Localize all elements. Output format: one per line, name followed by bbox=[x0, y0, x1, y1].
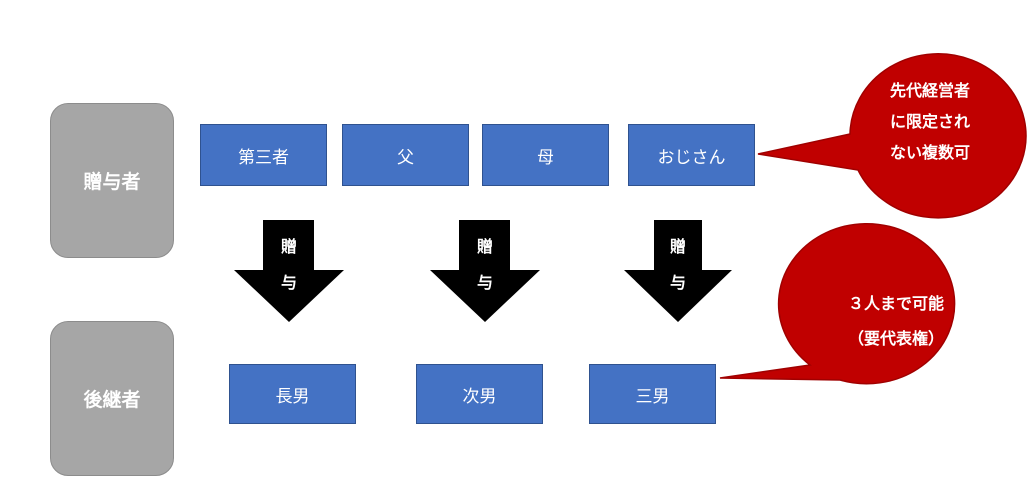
arrow-label-3: 贈 与 bbox=[658, 233, 698, 293]
arrow-label-1: 贈 与 bbox=[269, 233, 309, 293]
callout-top-line3: ない複数可 bbox=[889, 143, 970, 163]
down-arrow-3 bbox=[624, 220, 732, 322]
callout-bottom-line1: ３人まで可能 bbox=[847, 294, 944, 313]
successor-label: 後継者 bbox=[50, 321, 174, 476]
down-arrow-2 bbox=[430, 220, 540, 322]
callout-bubble-bottom bbox=[719, 223, 956, 385]
arrow-label-3-line1: 贈 bbox=[669, 237, 686, 256]
callout-top-line2: に限定され bbox=[889, 112, 970, 132]
successor-third-son: 三男 bbox=[589, 364, 716, 424]
donor-uncle: おじさん bbox=[628, 124, 755, 186]
successor-eldest-son: 長男 bbox=[229, 364, 356, 424]
arrow-label-2: 贈 与 bbox=[465, 233, 505, 293]
callout-bottom-line2: （要代表権） bbox=[847, 329, 944, 349]
arrow-label-1-line1: 贈 bbox=[280, 237, 297, 256]
arrow-label-2-line1: 贈 bbox=[476, 237, 493, 256]
donor-father: 父 bbox=[342, 124, 469, 186]
donor-label: 贈与者 bbox=[50, 103, 174, 258]
callout-top-text: 先代経営者 に限定され ない複数可 bbox=[865, 75, 995, 169]
arrow-label-2-line2: 与 bbox=[476, 273, 493, 292]
successor-second-son: 次男 bbox=[416, 364, 543, 424]
callout-bottom-text: ３人まで可能 （要代表権） bbox=[826, 288, 966, 354]
callout-top-line1: 先代経営者 bbox=[889, 81, 970, 100]
donor-third-party: 第三者 bbox=[200, 124, 327, 186]
arrow-label-3-line2: 与 bbox=[669, 273, 686, 292]
down-arrow-1 bbox=[234, 220, 344, 322]
donor-mother: 母 bbox=[482, 124, 609, 186]
arrow-label-1-line2: 与 bbox=[280, 273, 297, 292]
callout-bubble-top bbox=[757, 53, 1027, 219]
